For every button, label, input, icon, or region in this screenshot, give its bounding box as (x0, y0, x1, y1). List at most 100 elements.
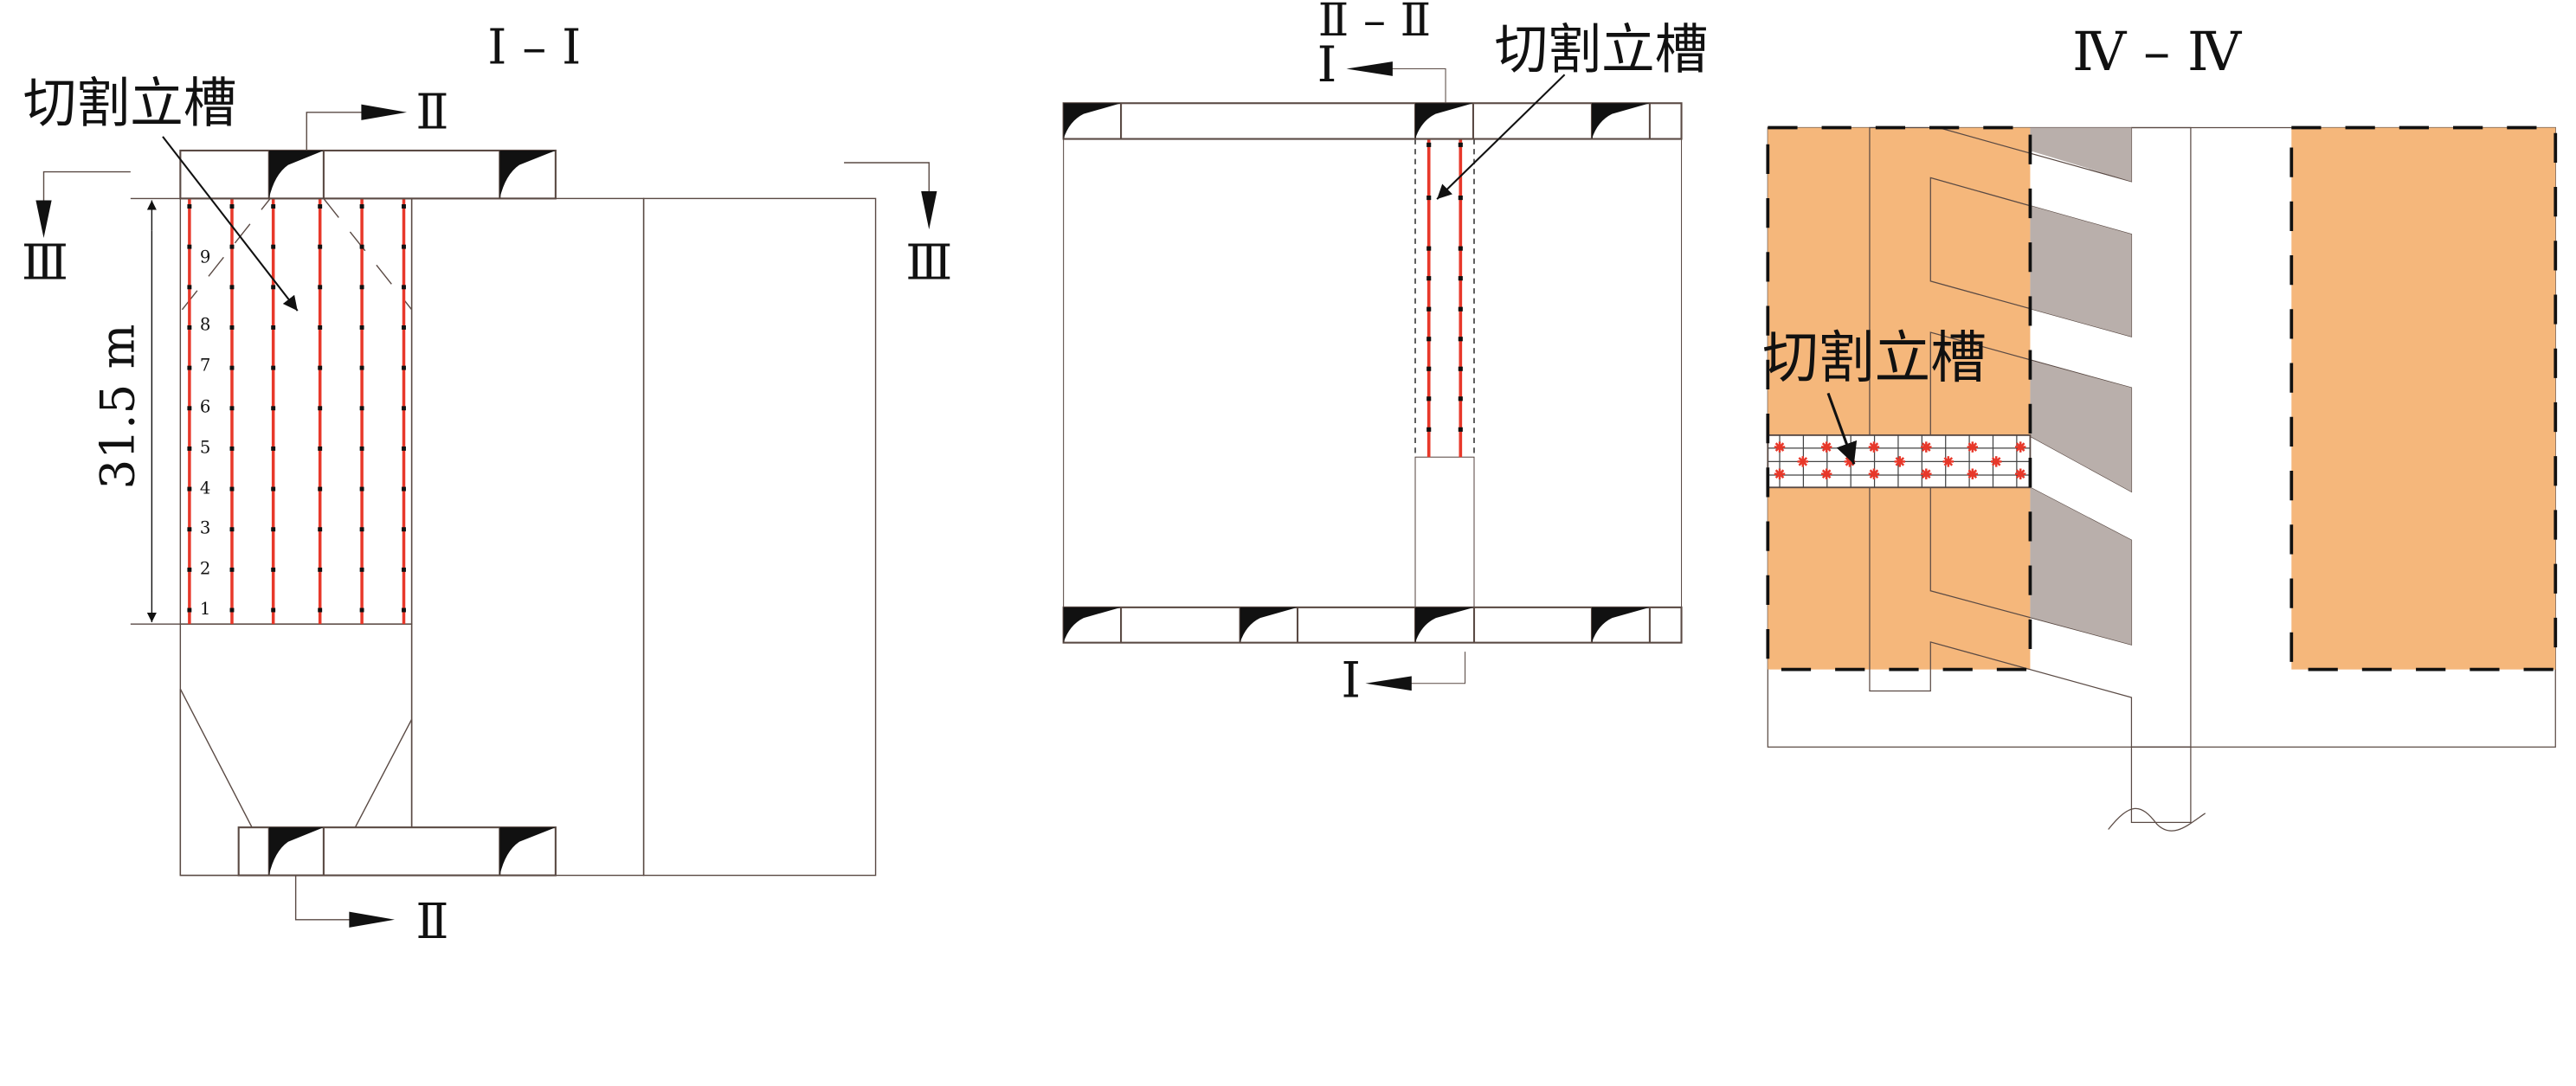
cut-slot-label: 切割立槽 (1495, 18, 1709, 80)
rock-pillar (410, 197, 645, 877)
charge-dot (402, 325, 406, 330)
cut-slot-label: 切割立槽 (1762, 326, 1987, 391)
charge-dot (187, 325, 192, 330)
charge-dot (1426, 142, 1432, 147)
charge-dot (1426, 366, 1432, 371)
charge-dot (359, 446, 364, 451)
level-9: 9 (200, 247, 211, 267)
support-icon (1240, 607, 1298, 643)
section-marker-top: Ⅰ (1317, 35, 1337, 93)
charge-dot (271, 446, 276, 451)
shaft-break (2108, 807, 2206, 832)
drift (1062, 606, 1683, 644)
section-marker-bottom: Ⅰ (1341, 651, 1361, 709)
charge-dot (359, 244, 364, 249)
charge-dot (359, 365, 364, 370)
charge-star (1922, 469, 1931, 479)
ore-body (1063, 138, 1683, 608)
section-4-4: Ⅳ – Ⅳ 切割立槽 (1762, 20, 2558, 832)
charge-dot (187, 365, 192, 370)
charge-dot (318, 285, 323, 290)
charge-dot (318, 486, 323, 492)
charge-star (1967, 442, 1978, 452)
charge-star (1991, 457, 2001, 466)
charge-dot (187, 567, 192, 572)
ore-block-left (1768, 127, 2031, 670)
charge-dot (402, 365, 406, 370)
charge-dot (1426, 195, 1432, 201)
raise-opening (1414, 456, 1475, 608)
charge-dot (1426, 306, 1432, 312)
charge-dot (271, 406, 276, 411)
charge-dot (318, 244, 323, 249)
section-marker-left: Ⅲ (22, 235, 68, 292)
support-icon (499, 827, 556, 876)
charge-dot (271, 567, 276, 572)
charge-dot (318, 567, 323, 572)
charge-dot (187, 607, 192, 613)
section-marker-top: Ⅱ (415, 85, 448, 141)
charge-dot (229, 486, 235, 492)
charge-dot (271, 244, 276, 249)
section-marker-right: Ⅲ (905, 235, 952, 292)
cut-slot-arrow (1826, 392, 1858, 466)
charge-dot (229, 607, 235, 613)
charge-dot (1426, 427, 1432, 432)
charge-dot (187, 486, 192, 492)
charge-dot (229, 527, 235, 532)
cut-slot-arrow (162, 136, 299, 312)
level-4: 4 (200, 478, 211, 498)
charge-dot (1426, 396, 1432, 402)
support-icon (1415, 103, 1473, 139)
charge-star (1774, 469, 1785, 479)
support-icon (1415, 607, 1474, 643)
charge-star (1774, 442, 1785, 452)
charge-dot (359, 406, 364, 411)
support-icon (499, 150, 556, 199)
charge-dot (271, 204, 276, 209)
charge-star (1798, 457, 1808, 466)
charge-dot (229, 325, 235, 330)
charge-dot (318, 365, 323, 370)
cut-slot-boreholes (187, 198, 406, 625)
charge-star (1967, 469, 1978, 479)
charge-dot (271, 607, 276, 613)
charge-dot (318, 204, 323, 209)
charge-dot (402, 204, 406, 209)
dimension-label: 31.5 m (89, 324, 145, 489)
support-icon (1063, 607, 1122, 643)
charge-dot (1458, 396, 1463, 402)
charge-dot (187, 244, 192, 249)
charge-dot (187, 527, 192, 532)
charge-star (2015, 442, 2025, 452)
charge-dot (1458, 366, 1463, 371)
charge-star (1821, 442, 1832, 452)
level-7: 7 (200, 356, 211, 376)
charge-dot (402, 527, 406, 532)
section-1-1: 1 2 3 4 5 6 7 8 9 31.5 m Ⅰ – Ⅰ 切割立槽 Ⅱ (22, 20, 953, 950)
level-2: 2 (200, 559, 211, 579)
support-icon (1063, 103, 1122, 139)
charge-star (1869, 469, 1879, 479)
charge-dot (187, 204, 192, 209)
level-6: 6 (200, 396, 211, 416)
charge-star (1869, 442, 1879, 452)
charge-dot (1426, 246, 1432, 251)
bottom-drift (237, 826, 557, 877)
panel-title: Ⅳ – Ⅳ (2072, 20, 2243, 83)
charge-dot (229, 204, 235, 209)
level-3: 3 (200, 518, 211, 538)
charge-dot (402, 446, 406, 451)
charge-star (1821, 469, 1832, 479)
charge-dot (359, 486, 364, 492)
section-marker-bottom: Ⅱ (415, 894, 448, 950)
charge-dot (229, 446, 235, 451)
funnel-right (354, 718, 413, 828)
charge-dot (1426, 337, 1432, 342)
charge-dot (318, 325, 323, 330)
charge-dot (402, 567, 406, 572)
charge-dot (271, 285, 276, 290)
charge-dot (1458, 195, 1463, 201)
charge-dot (187, 285, 192, 290)
